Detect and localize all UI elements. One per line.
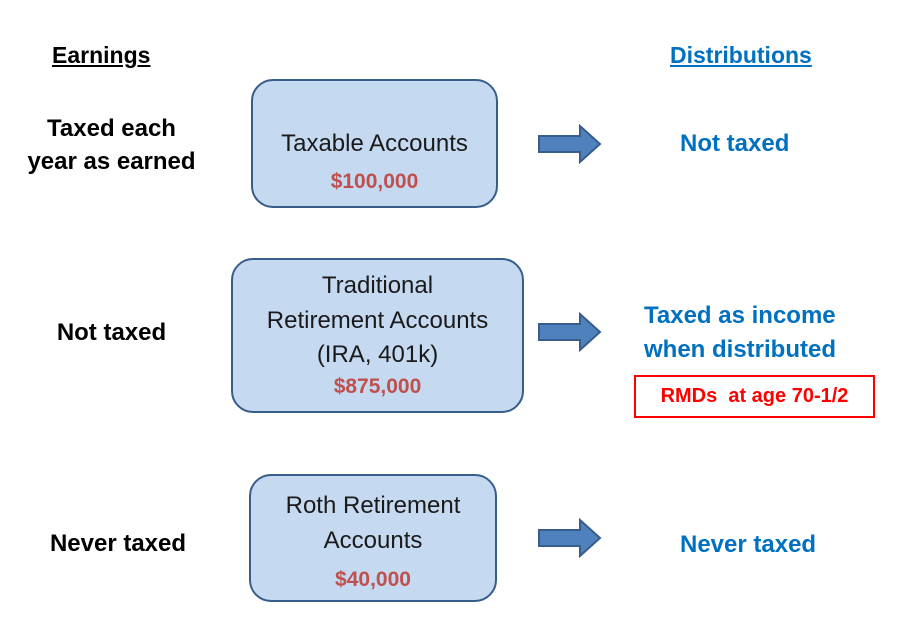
row-1-earnings-line-2: year as earned xyxy=(27,148,196,175)
row-2-account-line-3: (IRA, 401k) xyxy=(316,341,439,368)
row-3-earnings-line-1: Never taxed xyxy=(49,530,187,557)
row-2-account-line-2: Retirement Accounts xyxy=(266,307,489,334)
traditional-retirement-box: Traditional Retirement Accounts (IRA, 40… xyxy=(231,258,524,413)
row-1-distribution-line-1: Not taxed xyxy=(680,130,790,157)
row-3-amount: $40,000 xyxy=(335,568,411,591)
row-2-amount: $875,000 xyxy=(333,375,422,398)
row-2-earnings-label: Not taxed xyxy=(24,316,199,349)
row-2-earnings-line-1: Not taxed xyxy=(56,319,167,346)
row-2-arrow-shape xyxy=(538,312,602,352)
earnings-heading: Earnings xyxy=(52,42,151,68)
row-2-account-line-1: Traditional xyxy=(321,272,434,299)
row-1-account-line-1: Taxable Accounts xyxy=(281,130,468,157)
roth-retirement-box: Roth Retirement Accounts $40,000 xyxy=(249,474,497,602)
row-2-distribution-label: Taxed as income when distributed xyxy=(644,299,836,367)
row-3-account-line-1: Roth Retirement xyxy=(285,492,461,519)
row-1-distribution-label: Not taxed xyxy=(680,127,789,161)
row-1-amount: $100,000 xyxy=(330,170,419,193)
right-arrow-icon xyxy=(538,518,602,558)
row-3-distribution-label: Never taxed xyxy=(680,528,816,562)
row-3-earnings-label: Never taxed xyxy=(24,527,212,560)
row-3-arrow-shape xyxy=(538,518,602,558)
rmd-note-box: RMDs at age 70-1/2 xyxy=(634,375,875,418)
row-2-distribution-line-1: Taxed as income xyxy=(644,302,836,329)
right-arrow-icon xyxy=(538,124,602,164)
row-3-account-line-2: Accounts xyxy=(323,527,423,554)
row-1-arrow-shape xyxy=(538,124,602,164)
row-1-earnings-label: Taxed each year as earned xyxy=(24,112,199,178)
distributions-heading: Distributions xyxy=(670,42,812,68)
row-2-distribution-line-2: when distributed xyxy=(644,336,836,363)
taxable-accounts-box: Taxable Accounts $100,000 xyxy=(251,79,498,208)
right-arrow-icon xyxy=(538,312,602,352)
row-1-earnings-line-1: Taxed each xyxy=(47,115,176,142)
row-3-distribution-line-1: Never taxed xyxy=(680,531,817,558)
